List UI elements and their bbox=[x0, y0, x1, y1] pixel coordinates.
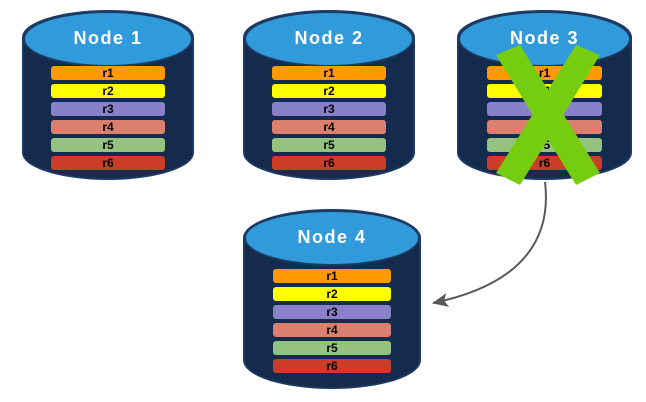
node-2-rows: r1 r2 r3 r4 r5 r6 bbox=[272, 66, 386, 170]
node-1-cylinder-top bbox=[23, 11, 193, 67]
node-2-row-r1[interactable]: r1 bbox=[272, 66, 386, 80]
node-2-row-r3[interactable]: r3 bbox=[272, 102, 386, 116]
node-4-rows: r1 r2 r3 r4 r5 r6 bbox=[273, 269, 391, 373]
node-1-row-r5[interactable]: r5 bbox=[51, 138, 165, 152]
node-3-row-r5[interactable]: r5 bbox=[486, 138, 603, 152]
node-2-row-r6[interactable]: r6 bbox=[272, 156, 386, 170]
node-1[interactable]: Node 1 r1 r2 r3 r4 r5 r6 bbox=[22, 10, 194, 180]
node-1-label: Node 1 bbox=[73, 28, 143, 48]
node-2[interactable]: Node 2 r1 r2 r3 r4 r5 r6 bbox=[243, 10, 415, 180]
node-1-row-r2[interactable]: r2 bbox=[51, 84, 165, 98]
node-4-row-r2[interactable]: r2 bbox=[273, 287, 391, 301]
node-3[interactable]: Node 3 r1 r2 r3 r4 r5 r6 bbox=[457, 10, 632, 180]
node-4-label: Node 4 bbox=[297, 227, 367, 247]
node-3-row-r2[interactable]: r2 bbox=[486, 84, 603, 98]
node-3-rows: r1 r2 r3 r4 r5 r6 bbox=[486, 66, 603, 170]
node-2-label: Node 2 bbox=[294, 28, 364, 48]
node-1-row-r3[interactable]: r3 bbox=[51, 102, 165, 116]
node-4-row-r1[interactable]: r1 bbox=[273, 269, 391, 283]
node-3-row-r6[interactable]: r6 bbox=[486, 156, 603, 170]
node-4-cylinder-top bbox=[244, 210, 420, 266]
node-2-row-r4[interactable]: r4 bbox=[272, 120, 386, 134]
node-4-row-r6[interactable]: r6 bbox=[273, 359, 391, 373]
node-1-row-r1[interactable]: r1 bbox=[51, 66, 165, 80]
node-2-cylinder-top bbox=[244, 11, 414, 67]
node-1-row-r6[interactable]: r6 bbox=[51, 156, 165, 170]
node-4-row-r4[interactable]: r4 bbox=[273, 323, 391, 337]
node-2-row-r2[interactable]: r2 bbox=[272, 84, 386, 98]
node-3-row-r3[interactable]: r3 bbox=[486, 102, 603, 116]
node-3-label: Node 3 bbox=[509, 28, 579, 48]
node-1-row-r4[interactable]: r4 bbox=[51, 120, 165, 134]
node-4-row-r3[interactable]: r3 bbox=[273, 305, 391, 319]
node-2-row-r5[interactable]: r5 bbox=[272, 138, 386, 152]
node-3-row-r4[interactable]: r4 bbox=[486, 120, 603, 134]
node-4-row-r5[interactable]: r5 bbox=[273, 341, 391, 355]
node-4[interactable]: Node 4 r1 r2 r3 r4 r5 r6 bbox=[243, 209, 421, 389]
node-3-row-r1[interactable]: r1 bbox=[486, 66, 603, 80]
node-1-rows: r1 r2 r3 r4 r5 r6 bbox=[51, 66, 165, 170]
